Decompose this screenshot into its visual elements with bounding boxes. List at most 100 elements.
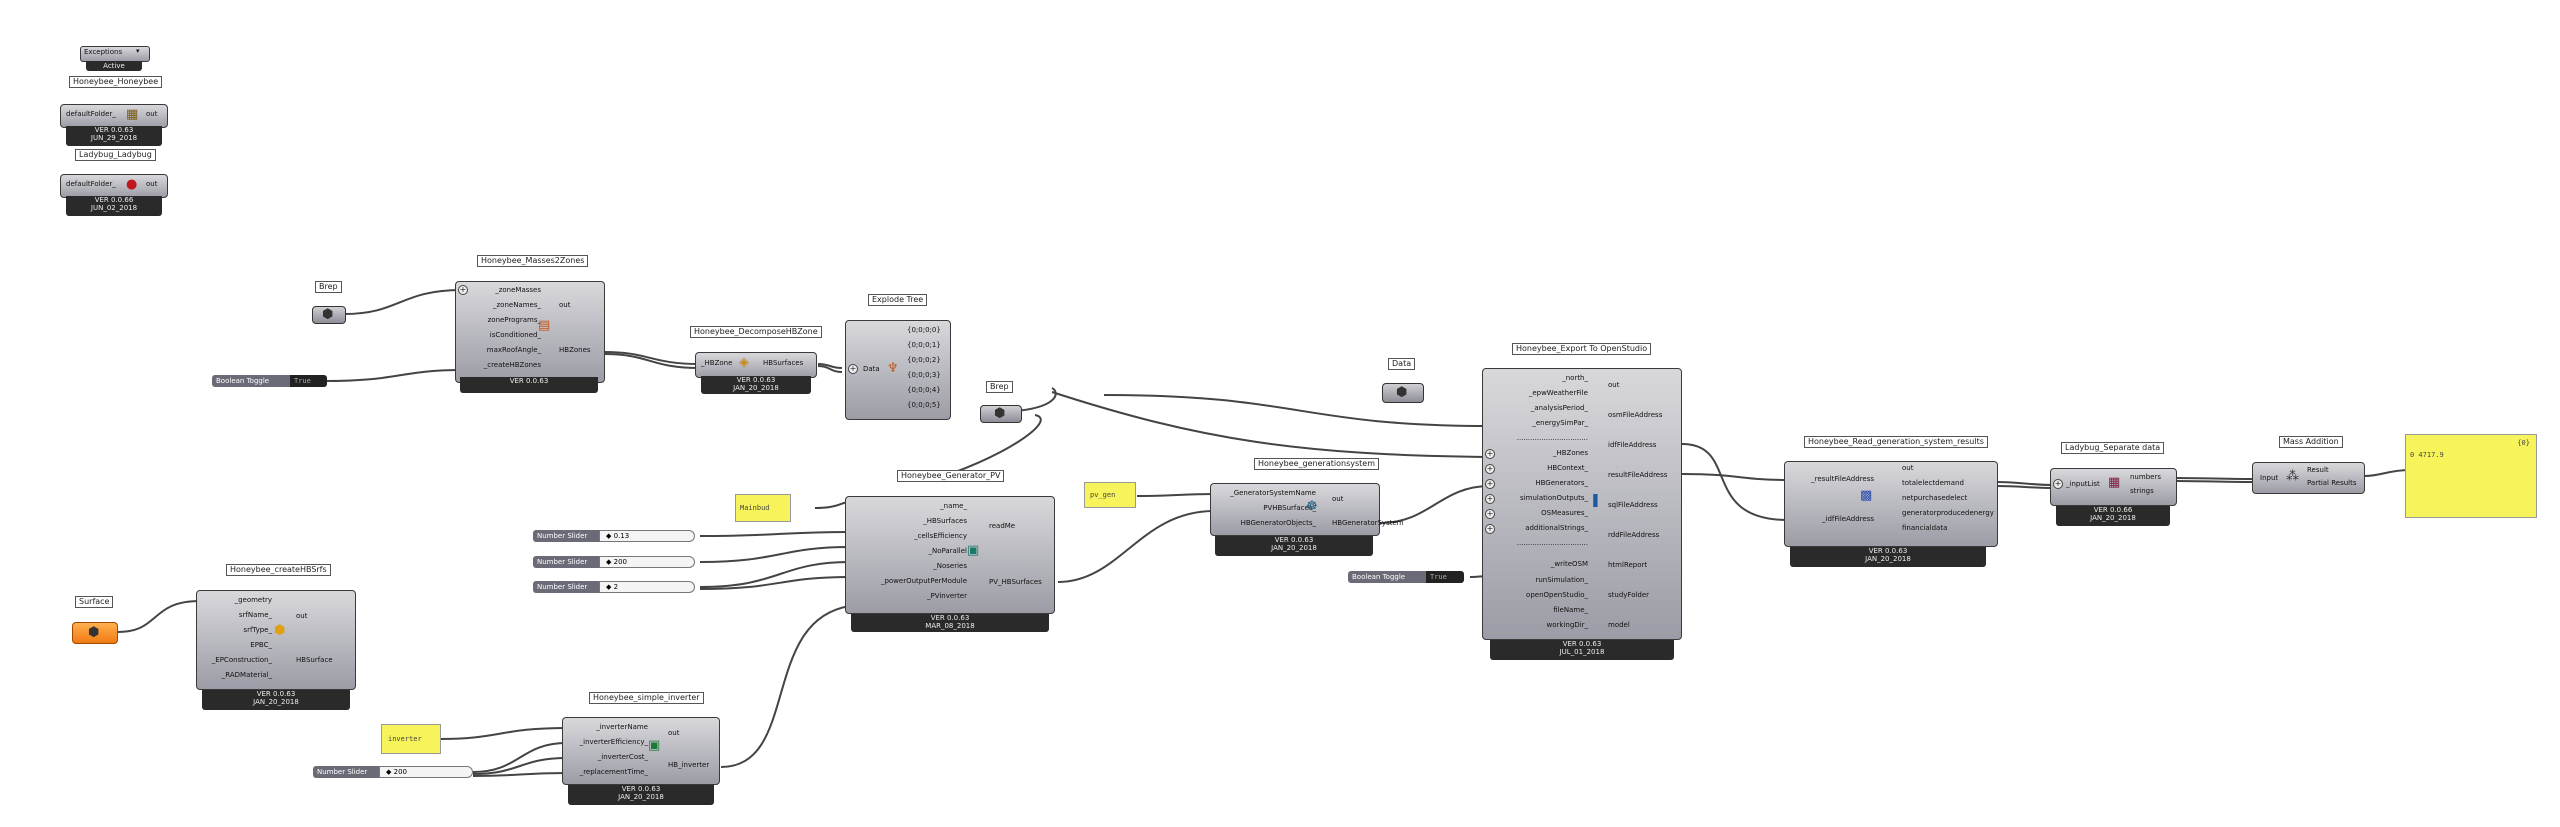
slider-handle-icon[interactable]: ◆: [606, 532, 614, 540]
mass-addition-title: Mass Addition: [2279, 436, 2343, 448]
export-os-input-8: simulationOutputs_: [1520, 494, 1588, 502]
wire-slider-to-simple-a: [472, 742, 568, 773]
create-hbsrfs-component[interactable]: _geometry srfName_ srfType_ EPBC_ _EPCon…: [196, 590, 356, 710]
create-hbsrfs-input-4: _EPConstruction_: [211, 656, 272, 664]
slider-inverter[interactable]: Number Slider ◆ 200: [313, 766, 473, 778]
data-param[interactable]: ⬢: [1382, 383, 1424, 403]
export-add-icon-3[interactable]: +: [1485, 494, 1495, 504]
export-add-icon-0[interactable]: +: [1485, 449, 1495, 459]
pvgen-panel[interactable]: pv_gen: [1084, 482, 1136, 508]
slider-power-output[interactable]: Number Slider ◆ 200: [533, 556, 695, 568]
slider-1-label: Number Slider: [533, 556, 599, 568]
wire-slider3-to-pv-b: [699, 576, 851, 590]
inverter-panel[interactable]: inverter: [381, 724, 441, 754]
lb-ladybug-component[interactable]: defaultFolder_ ● out VER 0.0.66 JUN_02_2…: [60, 174, 168, 216]
gen-system-component[interactable]: _GeneratorSystemName PVHBSurfaces_ HBGen…: [1210, 483, 1404, 558]
lb-ladybug-date: JUN_02_2018: [90, 204, 138, 212]
decompose-component[interactable]: _HBZone ◈ HBSurfaces VER 0.0.63 JAN_20_2…: [695, 352, 817, 394]
gen-system-input-0: _GeneratorSystemName: [1230, 489, 1316, 497]
result-panel[interactable]: {0} 0 4717.9: [2405, 434, 2537, 518]
export-os-output-0: out: [1608, 381, 1620, 389]
toggle2-value[interactable]: True: [1426, 571, 1464, 583]
explode-tree-output-4: {0;0;0;4}: [907, 386, 941, 394]
export-os-title: Honeybee_Export To OpenStudio: [1512, 343, 1652, 355]
export-os-input-0: _north_: [1562, 374, 1588, 382]
export-os-component[interactable]: + + + + + + _north_ _epwWeatherFile _ana…: [1482, 368, 1682, 662]
slider-inv-handle-icon[interactable]: ◆: [386, 768, 394, 776]
read-results-icon: ▩: [1860, 488, 1873, 503]
explode-tree-component[interactable]: + Data ♆ {0;0;0;0} {0;0;0;1} {0;0;0;2} {…: [845, 320, 951, 420]
masses2zones-input-1: _zoneNames_: [493, 301, 541, 309]
decompose-input: _HBZone: [701, 359, 733, 367]
hb-honeybee-component[interactable]: defaultFolder_ ▦ out VER 0.0.63 JUN_29_2…: [60, 104, 168, 146]
export-os-input-3: _energySimPar_: [1532, 419, 1588, 427]
read-gen-input-0: _resultFileAddress: [1811, 475, 1874, 483]
separate-title: Ladybug_Separate data: [2061, 442, 2165, 454]
masses2zones-input-3: isConditioned_: [489, 331, 541, 339]
generator-pv-output-1: PV_HBSurfaces: [989, 578, 1042, 586]
wire-inverter-to-simple: [439, 727, 568, 740]
separate-input: _inputList: [2066, 480, 2100, 488]
simple-inverter-component[interactable]: _inverterName _inverterEfficiency_ _inve…: [562, 717, 720, 807]
generator-pv-version: VER 0.0.63: [930, 614, 970, 622]
toggle1-value[interactable]: True: [290, 375, 327, 387]
wire-separate-to-mass-b: [2175, 480, 2257, 483]
wire-slider-to-simple-b: [472, 757, 568, 775]
gen-system-title: Honeybee_generationsystem: [1254, 458, 1379, 470]
toggle2[interactable]: Boolean Toggle True: [1348, 571, 1464, 583]
slider-series[interactable]: Number Slider ◆ 2: [533, 581, 695, 593]
create-hbsrfs-input-3: EPBC_: [250, 641, 272, 649]
wire-masses-to-decompose-b: [603, 353, 701, 369]
generator-pv-input-2: _cellsEfficiency: [914, 532, 967, 540]
separate-data-icon: ▦: [2108, 475, 2121, 490]
dropdown-arrow-icon[interactable]: ▾: [136, 47, 140, 55]
separate-add-icon[interactable]: +: [2053, 479, 2063, 489]
wire-pvgen-to-gensys: [1136, 493, 1215, 497]
read-gen-title: Honeybee_Read_generation_system_results: [1804, 436, 1988, 448]
wire-decompose-to-explode: [817, 363, 843, 369]
add-input-icon-2[interactable]: +: [848, 364, 858, 374]
mainbud-panel[interactable]: Mainbud: [735, 494, 791, 522]
read-gen-output-2: netpurchasedelect: [1902, 494, 1968, 502]
export-add-icon-1[interactable]: +: [1485, 464, 1495, 474]
read-gen-component[interactable]: _resultFileAddress _idfFileAddress ▩ out…: [1784, 461, 1998, 567]
brep1-param[interactable]: ⬢: [312, 306, 346, 324]
export-add-icon-2[interactable]: +: [1485, 479, 1495, 489]
separate-component[interactable]: + _inputList ▦ numbers strings VER 0.0.6…: [2050, 468, 2177, 526]
surface-param[interactable]: ⬢: [72, 622, 118, 644]
exceptions-state: Active: [86, 61, 142, 71]
wire-slider2-to-pv: [699, 546, 851, 563]
exceptions-component[interactable]: Exceptions ▾ Active: [80, 46, 150, 74]
separate-date: JAN_20_2018: [2090, 514, 2136, 522]
simple-inverter-input-2: _inverterCost_: [597, 753, 648, 761]
slider-2-value[interactable]: ◆ 2: [599, 581, 695, 593]
masses2zones-title: Honeybee_Masses2Zones: [477, 255, 589, 267]
export-add-icon-5[interactable]: +: [1485, 524, 1495, 534]
masses2zones-component[interactable]: + _zoneMasses _zoneNames_ zonePrograms_ …: [455, 281, 605, 393]
brep2-param[interactable]: ⬢: [980, 405, 1022, 423]
export-add-icon-4[interactable]: +: [1485, 509, 1495, 519]
slider-cells-efficiency[interactable]: Number Slider ◆ 0.13: [533, 530, 695, 542]
slider-handle-icon-2[interactable]: ◆: [606, 558, 614, 566]
toggle1[interactable]: Boolean Toggle True: [212, 375, 327, 387]
inverter-icon: ▣: [648, 738, 661, 753]
mass-addition-component[interactable]: Input ⁂ Result Partial Results: [2252, 462, 2365, 494]
slider-inv-value[interactable]: ◆ 200: [379, 766, 473, 778]
slider-0-value[interactable]: ◆ 0.13: [599, 530, 695, 542]
generator-pv-component[interactable]: _name_ _HBSurfaces _cellsEfficiency _NoP…: [845, 496, 1055, 632]
slider-handle-icon-3[interactable]: ◆: [606, 583, 614, 591]
read-gen-output-0: out: [1902, 464, 1914, 472]
export-os-input-16: workingDir_: [1546, 621, 1588, 629]
hb-honeybee-version: VER 0.0.63: [94, 126, 134, 134]
wire-surface-to-create: [117, 600, 201, 633]
export-os-output-1: osmFileAddress: [1608, 411, 1663, 419]
slider-1-value[interactable]: ◆ 200: [599, 556, 695, 568]
gen-system-input-1: PVHBSurfaces_: [1263, 504, 1316, 512]
add-input-icon[interactable]: +: [458, 285, 468, 295]
simple-inverter-input-3: _replacementTime_: [579, 768, 648, 776]
wire-separate-to-mass: [2175, 477, 2257, 480]
export-os-output-6: htmlReport: [1608, 561, 1648, 569]
simple-inverter-version: VER 0.0.63: [621, 785, 661, 793]
create-hbsrfs-date: JAN_20_2018: [253, 698, 299, 706]
wire-toggle-to-masses: [326, 369, 463, 382]
